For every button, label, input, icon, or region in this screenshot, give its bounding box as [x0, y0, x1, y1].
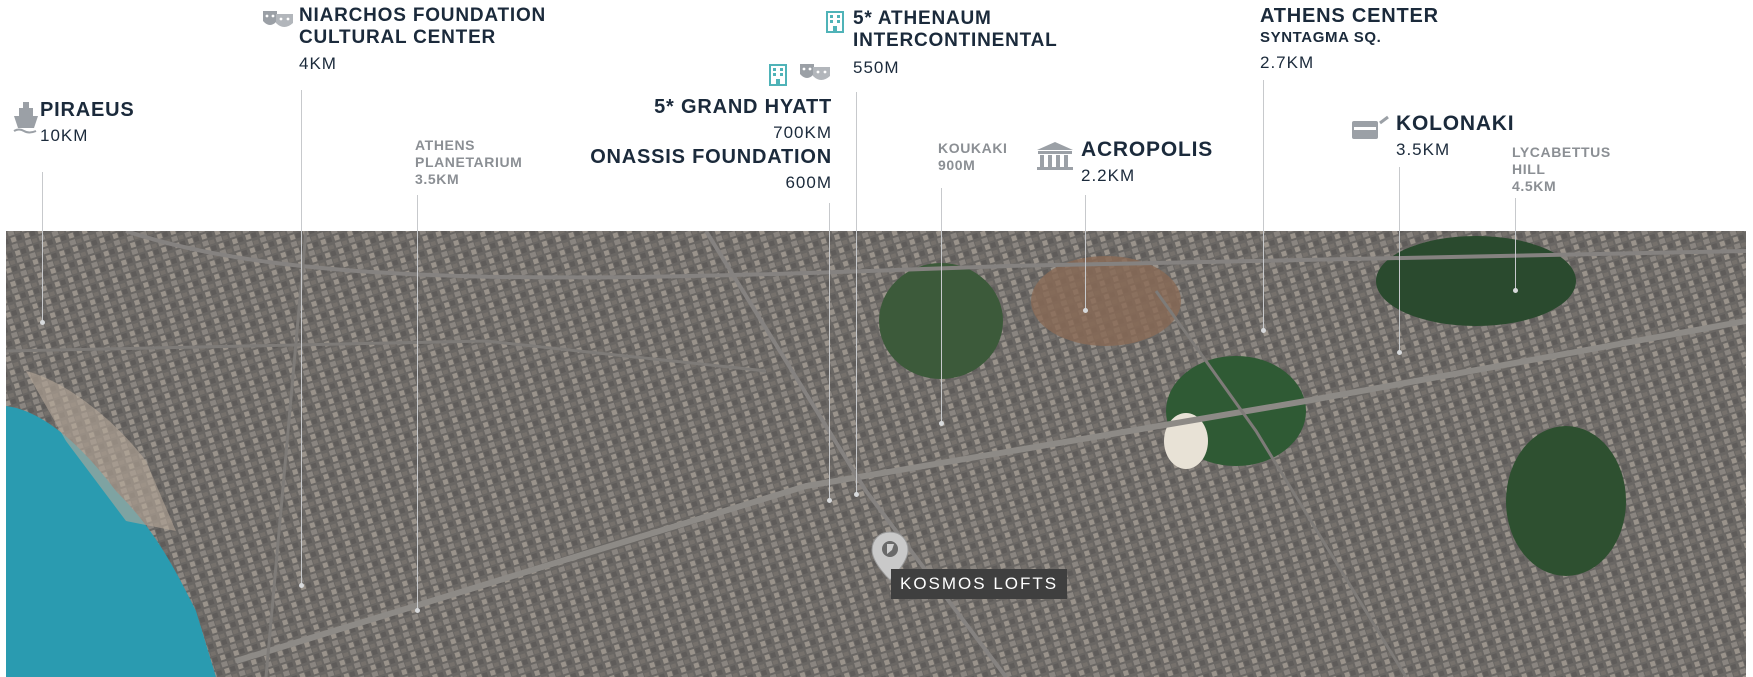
- planetarium-connector: [417, 195, 418, 610]
- center-connector: [1263, 80, 1264, 330]
- niarchos-dot: [299, 583, 304, 588]
- piraeus-name: PIRAEUS: [40, 99, 135, 121]
- shopping-icon: [1350, 115, 1390, 150]
- planetarium-dot: [415, 608, 420, 613]
- planetarium-label: ATHENS PLANETARIUM 3.5KM: [415, 137, 522, 188]
- kolonaki-distance: 3.5KM: [1396, 140, 1451, 159]
- niarchos-connector: [301, 90, 302, 585]
- lycabettus-connector: [1515, 198, 1516, 290]
- kolonaki-dot: [1397, 350, 1402, 355]
- piraeus-dot: [40, 320, 45, 325]
- location-pin-icon[interactable]: [870, 530, 910, 587]
- piraeus-connector: [42, 172, 43, 322]
- lycabettus-name-line2: HILL: [1512, 161, 1546, 177]
- theater-masks-icon: [799, 61, 831, 90]
- planetarium-distance: 3.5KM: [415, 171, 460, 187]
- lycabettus-distance: 4.5KM: [1512, 178, 1557, 194]
- hyatt-label: 5* GRAND HYATT 700KM ONASSIS FOUNDATION …: [560, 96, 832, 193]
- acropolis-distance: 2.2KM: [1081, 166, 1136, 185]
- athenaum-distance: 550M: [853, 58, 900, 77]
- athenaum-name-line2: INTERCONTINENTAL: [853, 30, 1058, 51]
- piraeus-label: PIRAEUS 10KM: [40, 99, 135, 146]
- koukaki-name: KOUKAKI: [938, 140, 1008, 156]
- kolonaki-label: KOLONAKI 3.5KM: [1396, 112, 1514, 160]
- hotel-icon: [768, 63, 788, 92]
- athenaum-dot: [854, 492, 859, 497]
- niarchos-name-line2: CULTURAL CENTER: [299, 27, 497, 48]
- onassis-dot: [827, 498, 832, 503]
- koukaki-connector: [941, 188, 942, 423]
- center-distance: 2.7KM: [1260, 53, 1315, 72]
- niarchos-label: NIARCHOS FOUNDATION CULTURAL CENTER 4KM: [299, 5, 546, 74]
- athenaum-connector: [856, 92, 857, 494]
- acropolis-name: ACROPOLIS: [1081, 138, 1214, 161]
- kolonaki-name: KOLONAKI: [1396, 112, 1515, 135]
- acropolis-dot: [1083, 308, 1088, 313]
- kolonaki-connector: [1399, 167, 1400, 352]
- lycabettus-dot: [1513, 288, 1518, 293]
- koukaki-label: KOUKAKI 900M: [938, 140, 1008, 174]
- niarchos-distance: 4KM: [299, 54, 337, 73]
- planetarium-name-line2: PLANETARIUM: [415, 154, 523, 170]
- lycabettus-name-line1: LYCABETTUS: [1512, 144, 1611, 160]
- hotel-icon: [825, 10, 845, 39]
- center-subname: SYNTAGMA SQ.: [1260, 29, 1382, 46]
- onassis-distance: 600M: [785, 173, 832, 192]
- satellite-map[interactable]: [6, 231, 1746, 677]
- lycabettus-label: LYCABETTUS HILL 4.5KM: [1512, 144, 1611, 195]
- onassis-name: ONASSIS FOUNDATION: [590, 146, 832, 168]
- hyatt-distance: 700KM: [773, 123, 832, 142]
- acropolis-label: ACROPOLIS 2.2KM: [1081, 138, 1213, 186]
- theater-masks-icon: [262, 9, 294, 36]
- piraeus-distance: 10KM: [40, 126, 89, 145]
- ship-icon: [12, 100, 40, 139]
- temple-icon: [1035, 141, 1075, 176]
- kosmos-lofts-label[interactable]: KOSMOS LOFTS: [891, 569, 1068, 599]
- koukaki-dot: [939, 421, 944, 426]
- planetarium-name-line1: ATHENS: [415, 137, 476, 153]
- onassis-connector: [829, 203, 830, 500]
- athenaum-label: 5* ATHENAUM INTERCONTINENTAL 550M: [853, 8, 1058, 78]
- acropolis-connector: [1085, 195, 1086, 310]
- koukaki-distance: 900M: [938, 157, 976, 173]
- niarchos-name-line1: NIARCHOS FOUNDATION: [299, 5, 547, 26]
- center-dot: [1261, 328, 1266, 333]
- center-name: ATHENS CENTER: [1260, 5, 1439, 27]
- athenaum-name-line1: 5* ATHENAUM: [853, 8, 992, 29]
- center-label: ATHENS CENTER SYNTAGMA SQ. 2.7KM: [1260, 5, 1439, 73]
- hyatt-name: 5* GRAND HYATT: [654, 96, 832, 118]
